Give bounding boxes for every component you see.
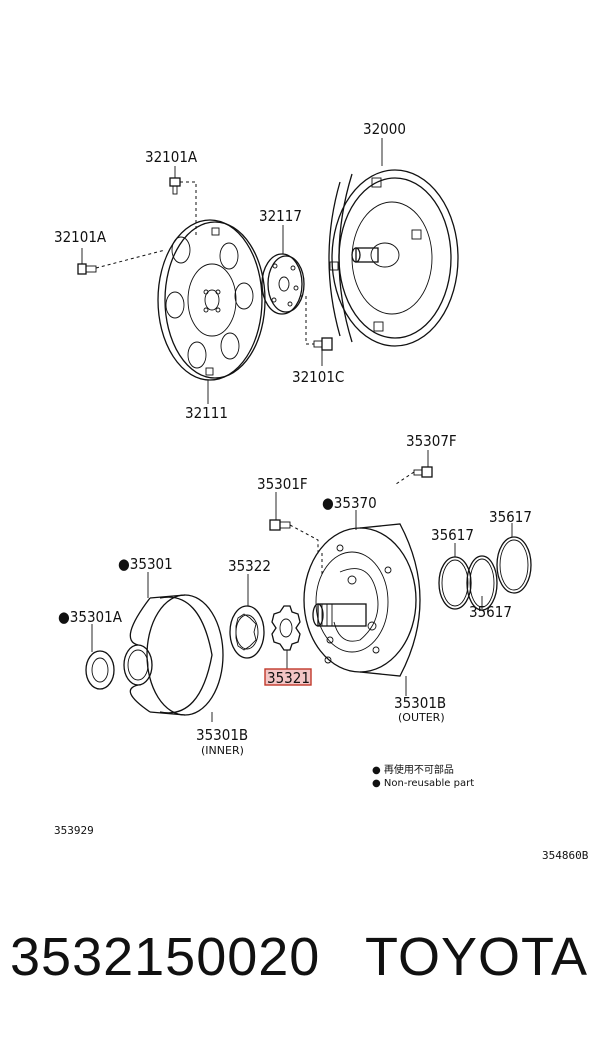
bolt-35307f[interactable] <box>413 466 433 478</box>
bolt-32101c[interactable] <box>313 337 333 351</box>
label-32101c: 32101C <box>292 368 344 386</box>
bolt-35301f[interactable] <box>269 519 291 531</box>
caption-outer: (OUTER) <box>398 711 445 724</box>
ref-code-left: 353929 <box>54 824 94 837</box>
label-35321-highlighted[interactable]: 35321 <box>267 669 310 687</box>
oil-pump-body-outer[interactable] <box>303 523 421 677</box>
label-35301b-outer: 35301B <box>394 694 446 712</box>
oil-seal[interactable] <box>85 650 115 690</box>
torque-converter[interactable] <box>328 169 459 347</box>
spacer-plate[interactable] <box>261 253 305 315</box>
label-35301b-inner: 35301B <box>196 726 248 744</box>
caption-inner: (INNER) <box>201 744 244 757</box>
part-number-text: 3532150020 <box>10 927 321 987</box>
label-32111: 32111 <box>185 404 228 422</box>
label-35301: ●35301 <box>118 555 173 573</box>
label-35617-2: 35617 <box>489 508 532 526</box>
label-35307f: 35307F <box>406 432 457 450</box>
label-32101a-left: 32101A <box>54 228 107 246</box>
bolt-32101a-top[interactable] <box>169 177 181 195</box>
bolt-32101a-left[interactable] <box>77 263 97 275</box>
legend-line-english: ● Non-reusable part <box>372 778 474 789</box>
label-35322: 35322 <box>228 557 271 575</box>
label-35617-1: 35617 <box>431 526 474 544</box>
o-ring-3[interactable] <box>496 536 532 594</box>
highlight-box <box>264 668 312 686</box>
label-35301f: 35301F <box>257 475 308 493</box>
legend-line-japanese: ● 再使用不可部品 <box>372 763 454 776</box>
oil-pump-cover[interactable] <box>123 594 224 716</box>
ref-code-right: 354860B <box>542 849 589 860</box>
label-35617-3: 35617 <box>469 603 512 621</box>
o-ring-1[interactable] <box>438 556 472 610</box>
label-35301a: ●35301A <box>58 608 123 626</box>
brand-text: TOYOTA <box>364 927 588 987</box>
footer-bar: 3532150020 TOYOTA <box>0 930 600 1020</box>
label-32000: 32000 <box>363 120 406 138</box>
drive-gear[interactable] <box>271 605 301 651</box>
driven-gear[interactable] <box>229 605 265 659</box>
label-32101a-top: 32101A <box>145 148 198 166</box>
drive-plate[interactable] <box>157 219 266 381</box>
label-32117: 32117 <box>259 207 302 225</box>
parts-diagram: 32000 32101A 32101A 32117 32101C 32111 <box>54 120 589 860</box>
label-35370: ●35370 <box>322 494 377 512</box>
